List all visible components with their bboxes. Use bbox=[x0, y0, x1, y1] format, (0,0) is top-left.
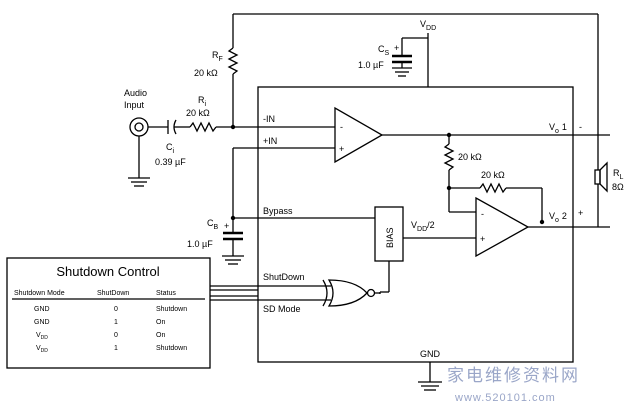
ri-resistor: Ri 20 kΩ bbox=[186, 95, 335, 133]
col-header-status: Status bbox=[156, 290, 176, 297]
input-ground-icon bbox=[128, 177, 150, 187]
main-ground-icon bbox=[418, 362, 442, 391]
cb-ground-icon bbox=[222, 255, 244, 265]
svg-text:Vo2: Vo2 bbox=[549, 211, 567, 224]
svg-text:VDD: VDD bbox=[420, 19, 436, 32]
svg-text:Input: Input bbox=[124, 100, 145, 110]
svg-text:20 kΩ: 20 kΩ bbox=[186, 108, 210, 118]
svg-text:CB: CB bbox=[207, 218, 219, 231]
pin-minus-in: -IN bbox=[263, 114, 275, 124]
watermark-url: www.520101.com bbox=[454, 392, 556, 404]
shutdown-control-title: Shutdown Control bbox=[56, 264, 159, 279]
table-row-sd: 1 bbox=[114, 319, 118, 326]
pin-shutdown: ShutDown bbox=[263, 272, 305, 282]
svg-text:+: + bbox=[480, 234, 485, 244]
table-row-status: Shutdown bbox=[156, 306, 187, 313]
watermark-chinese: 家电维修资料网 bbox=[447, 366, 580, 386]
svg-text:+: + bbox=[224, 221, 229, 231]
internal-resistor-1: 20 kΩ bbox=[443, 135, 482, 212]
svg-text:Ri: Ri bbox=[198, 95, 207, 108]
table-row-status: Shutdown bbox=[156, 345, 187, 352]
table-row-sd: 1 bbox=[114, 345, 118, 352]
table-row-mode: GND bbox=[34, 306, 50, 313]
shutdown-signal-wires bbox=[210, 285, 331, 301]
audio-input-jack: Audio Input bbox=[124, 88, 168, 178]
svg-text:+: + bbox=[394, 43, 399, 53]
rf-resistor: RF 20 kΩ bbox=[194, 47, 239, 127]
bias-block: BIAS VDD/2 bbox=[230, 206, 476, 293]
svg-text:20 kΩ: 20 kΩ bbox=[194, 68, 218, 78]
svg-text:BIAS: BIAS bbox=[385, 227, 395, 248]
svg-text:-: - bbox=[481, 209, 484, 219]
amplifier-ic-outline bbox=[257, 86, 574, 363]
svg-text:20 kΩ: 20 kΩ bbox=[458, 152, 482, 162]
speaker-rl: RL 8Ω bbox=[594, 160, 624, 227]
svg-text:RL: RL bbox=[613, 168, 624, 181]
cs-ground-icon bbox=[392, 67, 412, 77]
svg-text:-: - bbox=[340, 122, 343, 132]
svg-text:RF: RF bbox=[212, 50, 223, 63]
svg-text:Audio: Audio bbox=[124, 88, 147, 98]
cb-capacitor: + CB 1.0 µF bbox=[187, 218, 243, 256]
ci-capacitor: Ci 0.39 µF bbox=[155, 119, 190, 167]
pin-sd-mode: SD Mode bbox=[263, 304, 301, 314]
svg-text:VDD/2: VDD/2 bbox=[411, 220, 435, 233]
table-row-status: On bbox=[156, 319, 165, 326]
svg-text:8Ω: 8Ω bbox=[612, 182, 624, 192]
svg-text:+: + bbox=[578, 208, 583, 218]
svg-text:20 kΩ: 20 kΩ bbox=[481, 170, 505, 180]
svg-text:+: + bbox=[339, 144, 344, 154]
feedback-wire bbox=[232, 13, 599, 160]
svg-text:Ci: Ci bbox=[166, 142, 175, 155]
table-row-sd: 0 bbox=[114, 332, 118, 339]
plus-in-wire bbox=[232, 147, 335, 218]
table-row-mode: VDD bbox=[36, 332, 48, 341]
col-header-shutdown: ShutDown bbox=[97, 290, 129, 297]
pin-gnd: GND bbox=[420, 349, 441, 359]
svg-text:Vo1: Vo1 bbox=[549, 122, 567, 135]
pin-bypass: Bypass bbox=[263, 206, 293, 216]
svg-text:1.0 µF: 1.0 µF bbox=[187, 239, 213, 249]
svg-text:1.0 µF: 1.0 µF bbox=[358, 60, 384, 70]
cs-capacitor: + CS 1.0 µF bbox=[358, 43, 412, 70]
xnor-gate-icon bbox=[322, 279, 381, 307]
watermark: 家电维修资料网 www.520101.com bbox=[447, 366, 580, 404]
table-row-sd: 0 bbox=[114, 306, 118, 313]
internal-resistor-2: 20 kΩ bbox=[449, 170, 543, 222]
table-row-mode: VDD bbox=[36, 345, 48, 354]
table-row-mode: GND bbox=[34, 319, 50, 326]
svg-text:CS: CS bbox=[378, 44, 390, 57]
table-row-status: On bbox=[156, 332, 165, 339]
svg-text:0.39 µF: 0.39 µF bbox=[155, 157, 186, 167]
col-header-mode: Shutdown Mode bbox=[14, 290, 65, 297]
vdd-supply: VDD bbox=[401, 19, 436, 87]
pin-plus-in: +IN bbox=[263, 136, 277, 146]
shutdown-control-table: Shutdown Control Shutdown Mode ShutDown … bbox=[6, 257, 211, 369]
svg-text:-: - bbox=[579, 122, 582, 132]
